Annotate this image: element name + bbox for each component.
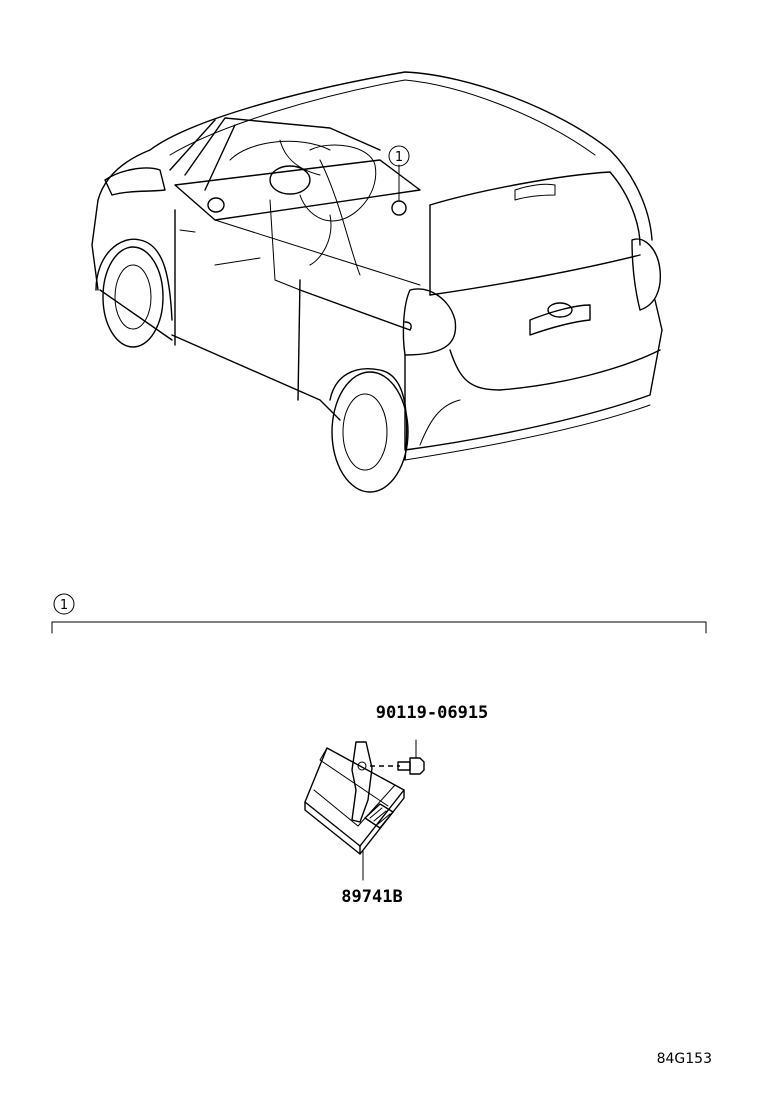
section-bracket — [51, 621, 707, 634]
car-callout-number: 1 — [395, 150, 403, 165]
section-callout-number: 1 — [60, 598, 68, 613]
bolt-illustration — [370, 739, 425, 775]
vehicle-illustration — [91, 71, 663, 493]
module-part-number[interactable]: 89741B — [341, 887, 402, 907]
bolt-part-number[interactable]: 90119-06915 — [376, 703, 489, 723]
module-illustration — [304, 741, 405, 881]
section-callout-circle — [53, 593, 75, 615]
section-header: 1 — [51, 593, 707, 634]
callout-circle — [388, 145, 410, 167]
car-callout: 1 — [388, 145, 410, 167]
illustration-code: 84G153 — [657, 1051, 712, 1067]
